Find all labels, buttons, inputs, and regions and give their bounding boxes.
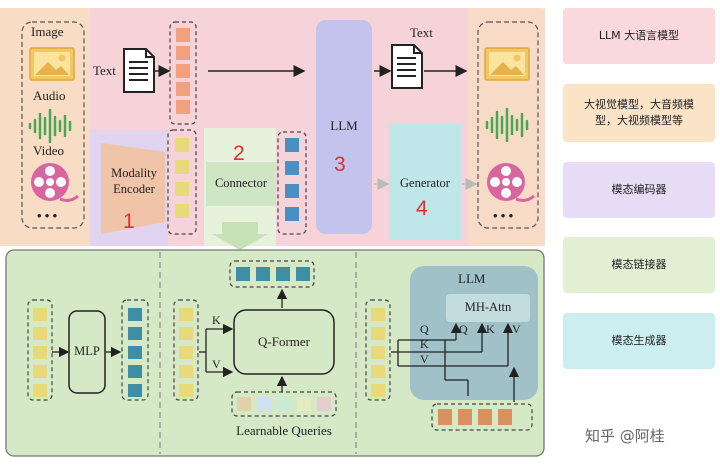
llm-output-tokens: [438, 409, 512, 425]
step-number-2: 2: [233, 142, 245, 165]
llm-input-tokens: [371, 308, 385, 397]
qformer-k-label: K: [212, 313, 221, 327]
input-image-label: Image: [31, 24, 64, 39]
text-output-label: Text: [410, 25, 433, 40]
legend-encoder-text: 模态编码器: [611, 182, 667, 196]
encoder-trapezoid: [101, 143, 165, 234]
legend-connector: 模态链接器: [563, 237, 715, 293]
connector-down-arrow: [212, 222, 268, 250]
attn-q-label-left: Q: [420, 322, 429, 336]
video-reel-icon: [31, 163, 79, 202]
document-icon: [123, 48, 155, 93]
watermark: 知乎 @阿桂: [585, 427, 665, 445]
legend-large-models-text: 大视觉模型，大音频模 型，大视频模型等: [584, 97, 694, 128]
qformer-box: [233, 309, 335, 375]
legend-encoder: 模态编码器: [563, 162, 715, 218]
connector-token-column: [285, 138, 299, 221]
output-document-icon: [391, 44, 423, 89]
attn-k-label-left: K: [420, 337, 429, 351]
connector-label: Connector: [214, 176, 268, 190]
text-input-label: Text: [93, 63, 116, 78]
generator-box: [389, 124, 461, 240]
mlp-output-tokens: [128, 308, 142, 397]
attn-v-label-left: V: [420, 352, 429, 366]
qformer-input-tokens: [179, 308, 193, 397]
text-token-column: [176, 28, 190, 114]
legend-connector-text: 模态链接器: [611, 257, 667, 271]
output-video-icon: [487, 163, 535, 202]
output-group-border: [477, 21, 539, 229]
encoder-token-column: [175, 138, 189, 218]
learnable-query-tokens: [237, 397, 331, 411]
encoder-token-border: [167, 129, 197, 235]
qformer-v-label: V: [212, 357, 221, 371]
bottom-llm-label: LLM: [458, 271, 486, 286]
qformer-label: Q-Former: [258, 334, 310, 349]
generator-label: Generator: [400, 176, 450, 190]
legend-large-models: 大视觉模型，大音频模 型，大视频模型等: [563, 84, 715, 142]
image-icon: [29, 47, 75, 81]
connector-token-border: [277, 131, 307, 235]
attn-v-label: V: [512, 322, 521, 336]
input-audio-label: Audio: [33, 88, 66, 103]
attn-q-label: Q: [459, 322, 468, 336]
legend-llm-text: LLM 大语言模型: [598, 28, 680, 42]
input-group-border: [21, 21, 85, 229]
mh-attn-label: MH-Attn: [464, 300, 512, 314]
step-number-3: 3: [334, 153, 346, 176]
output-more-label: • • •: [493, 208, 514, 223]
learnable-queries-label: Learnable Queries: [236, 423, 332, 438]
output-image-icon: [484, 47, 530, 81]
legend-generator: 模态生成器: [563, 313, 715, 369]
mlp-input-tokens: [33, 308, 47, 397]
audio-icon: [28, 108, 72, 144]
llm-label: LLM: [330, 118, 358, 133]
step-number-1: 1: [123, 210, 135, 233]
step-number-4: 4: [416, 197, 428, 220]
connector-box: [206, 162, 276, 206]
input-video-label: Video: [33, 143, 64, 158]
legend-generator-text: 模态生成器: [611, 333, 667, 347]
mlp-label: MLP: [74, 344, 100, 358]
attn-k-label: K: [486, 322, 495, 336]
mh-attn-box: [446, 294, 530, 322]
bottom-panel: [5, 249, 545, 457]
legend-llm: LLM 大语言模型: [563, 8, 715, 64]
llm-block: [316, 20, 372, 234]
output-audio-icon: [485, 107, 529, 143]
input-more-label: • • •: [37, 208, 58, 223]
qformer-output-tokens: [236, 267, 310, 281]
modality-encoder-label: Modality Encoder: [111, 166, 157, 196]
